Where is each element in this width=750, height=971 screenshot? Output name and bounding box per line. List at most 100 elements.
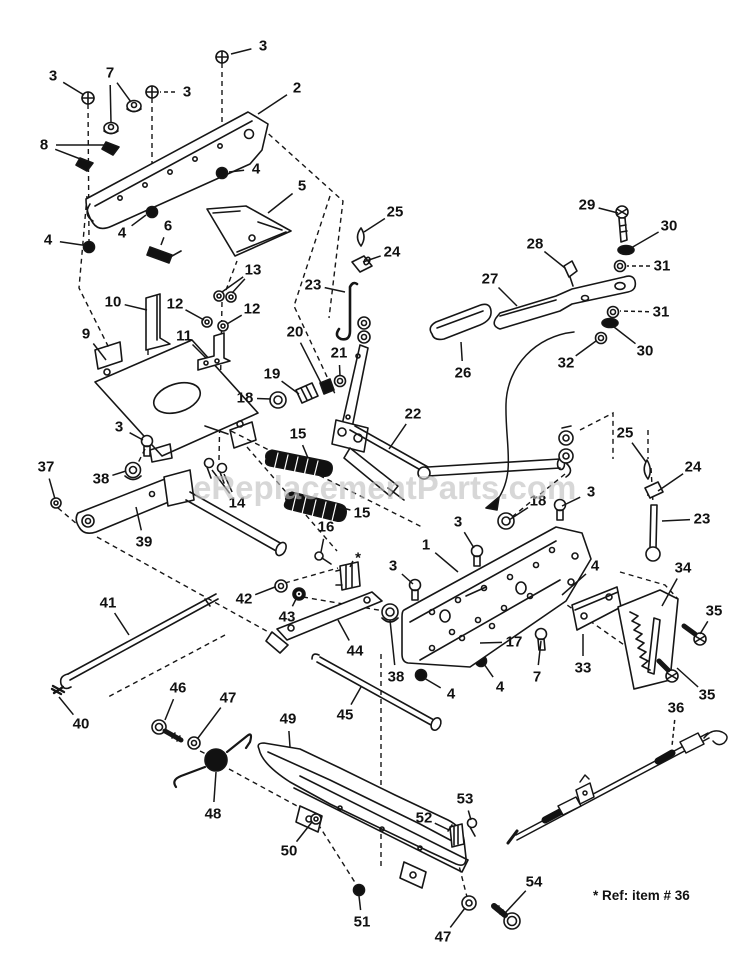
part-41-rod xyxy=(59,593,219,690)
callout-leader xyxy=(434,552,459,573)
callout-label-12: 12 xyxy=(244,301,261,318)
callout-leader xyxy=(257,94,288,115)
callout-leader xyxy=(291,598,297,607)
callout-leader xyxy=(124,303,148,311)
part-14-bolts xyxy=(203,457,228,484)
callout-label-3: 3 xyxy=(259,38,267,55)
callout-leader xyxy=(401,573,414,585)
callout-leader xyxy=(661,518,691,522)
callout-label-22: 22 xyxy=(405,406,422,423)
part-24-ferrule-right xyxy=(644,481,664,499)
part-9-support-plate xyxy=(94,339,259,463)
callout-label-18: 18 xyxy=(237,390,254,407)
callout-label-29: 29 xyxy=(579,197,596,214)
callout-label-14: 14 xyxy=(229,495,246,512)
part-16-screw xyxy=(314,551,332,565)
callout-label-30: 30 xyxy=(661,218,678,235)
callout-leader xyxy=(434,822,450,831)
part-31-nuts xyxy=(606,259,627,319)
callout-leader xyxy=(561,496,581,507)
callout-leader xyxy=(423,677,442,689)
callout-leader xyxy=(483,663,494,678)
callout-label-21: 21 xyxy=(331,345,348,362)
callout-leader xyxy=(479,641,503,644)
callout-label-15: 15 xyxy=(290,426,307,443)
callout-label-8: 8 xyxy=(40,137,48,154)
callout-label-42: 42 xyxy=(236,591,253,608)
part-54-bolt xyxy=(491,903,521,930)
callout-label-15: 15 xyxy=(354,505,371,522)
callout-leader xyxy=(338,364,341,377)
part-43-locknut xyxy=(292,587,306,601)
callout-label-3: 3 xyxy=(454,514,462,531)
part-47-washers xyxy=(187,736,477,911)
callout-label-31: 31 xyxy=(653,304,670,321)
callout-label-36: 36 xyxy=(668,700,685,717)
callout-label-7: 7 xyxy=(106,65,114,82)
callout-leader xyxy=(671,719,676,747)
callout-leader xyxy=(48,478,56,500)
part-15-springs xyxy=(264,449,347,522)
callout-label-19: 19 xyxy=(264,366,281,383)
part-24-ferrule-left xyxy=(351,255,373,273)
callout-label-23: 23 xyxy=(305,277,322,294)
callout-label-23: 23 xyxy=(694,511,711,528)
callout-leader xyxy=(135,506,143,531)
callout-leader xyxy=(131,214,147,227)
callout-leader xyxy=(362,255,381,263)
callout-leader xyxy=(197,707,222,739)
callout-label-25: 25 xyxy=(617,425,634,442)
callout-label-2: 2 xyxy=(293,80,301,97)
callout-leader xyxy=(337,619,350,641)
part-22-lift-shaft xyxy=(349,425,574,480)
callout-label-11: 11 xyxy=(176,328,192,345)
callout-leader xyxy=(112,470,127,477)
callout-leader xyxy=(231,278,246,294)
callout-leader xyxy=(349,560,354,568)
callout-leader xyxy=(630,231,659,249)
callout-label-38: 38 xyxy=(388,669,405,686)
callout-leader xyxy=(288,730,291,748)
callout-leader xyxy=(619,310,650,313)
part-42-nut xyxy=(274,579,288,593)
callout-leader xyxy=(449,907,466,928)
callout-leader xyxy=(598,207,619,214)
callout-leader xyxy=(109,84,112,124)
part-48-knob xyxy=(173,733,253,789)
callout-leader xyxy=(363,217,386,233)
callout-leader xyxy=(324,286,346,293)
callout-leader xyxy=(185,309,205,321)
callout-leader xyxy=(299,342,322,384)
part-32-nut xyxy=(594,331,608,345)
callout-label-4: 4 xyxy=(496,679,505,696)
callout-label-9: 9 xyxy=(82,326,90,343)
part-27-lift-handle xyxy=(493,275,637,330)
callout-label-44: 44 xyxy=(347,643,364,660)
callout-label-3: 3 xyxy=(183,84,191,101)
callout-label-16: 16 xyxy=(318,519,335,536)
part-37-washer xyxy=(50,497,62,509)
callout-leader xyxy=(537,640,542,666)
callout-leader xyxy=(116,82,132,103)
callout-label-24: 24 xyxy=(685,459,702,476)
callout-leader xyxy=(223,473,233,493)
callout-label-38: 38 xyxy=(93,471,110,488)
callout-label-35: 35 xyxy=(706,603,723,620)
callout-label-53: 53 xyxy=(457,791,474,808)
callout-label-10: 10 xyxy=(105,294,122,311)
callout-leader xyxy=(497,286,518,307)
callout-label-45: 45 xyxy=(337,707,354,724)
callout-label-39: 39 xyxy=(136,534,153,551)
callout-leader xyxy=(508,506,529,521)
callout-label-4: 4 xyxy=(118,225,127,242)
part-lift-lever-assembly xyxy=(331,316,405,501)
callout-label-28: 28 xyxy=(527,236,544,253)
part-8-clips xyxy=(75,141,120,172)
callout-label-40: 40 xyxy=(73,716,90,733)
callout-leader xyxy=(230,48,252,55)
callout-label-3: 3 xyxy=(587,484,595,501)
callout-leader xyxy=(226,314,243,325)
part-46-bolt xyxy=(151,719,184,743)
part-11-angle-bracket xyxy=(197,332,231,371)
callout-label-49: 49 xyxy=(280,711,297,728)
